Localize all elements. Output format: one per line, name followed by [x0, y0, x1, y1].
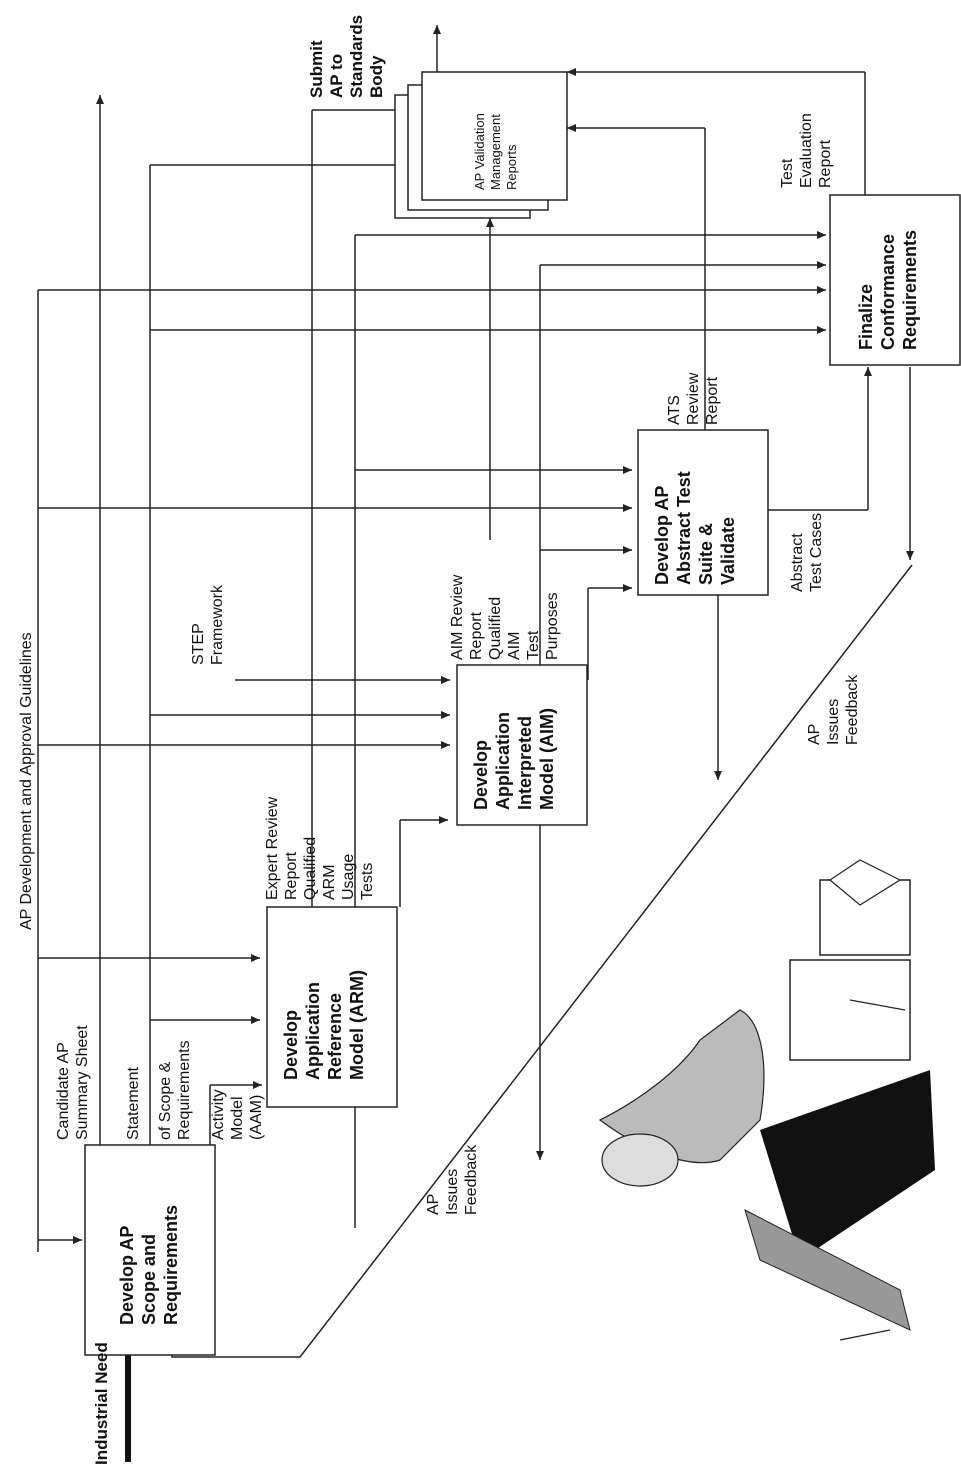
scope-requirements-label: of Scope & Requirements: [157, 1040, 193, 1140]
ats-box-title: Develop AP Abstract Test Suite & Validat…: [652, 471, 738, 585]
svg-text:Usage: Usage: [340, 854, 357, 900]
svg-text:Body: Body: [367, 55, 386, 98]
step-framework-label: STEP Framework: [190, 584, 226, 665]
conformance-box: [829, 194, 961, 366]
svg-text:ARM: ARM: [321, 864, 338, 900]
svg-text:Model (ARM): Model (ARM): [347, 970, 367, 1080]
aim-box-title: Develop Application Interpreted Model (A…: [471, 708, 557, 810]
abstract-test-cases-label: Abstract Test Cases: [789, 513, 825, 592]
industrial-need-label: Industrial Need: [92, 1342, 111, 1465]
svg-text:Submit: Submit: [307, 40, 326, 98]
svg-text:Requirements: Requirements: [176, 1040, 193, 1140]
svg-text:Report: Report: [817, 139, 834, 188]
svg-text:AIM: AIM: [506, 632, 523, 660]
aim-box: [456, 664, 588, 826]
svg-text:Feedback: Feedback: [463, 1144, 480, 1215]
candidate-sheet-label: Candidate AP Summary Sheet: [55, 1025, 91, 1140]
ats-box: [637, 429, 769, 596]
svg-text:(AAM): (AAM): [248, 1095, 265, 1140]
svg-text:Feedback: Feedback: [844, 674, 861, 745]
svg-text:Validate: Validate: [718, 517, 738, 585]
svg-text:Finalize: Finalize: [856, 284, 876, 350]
svg-text:Requirements: Requirements: [161, 1205, 181, 1325]
svg-text:Abstract: Abstract: [789, 533, 806, 592]
svg-text:Report: Report: [468, 611, 485, 660]
svg-text:Develop: Develop: [281, 1010, 301, 1080]
svg-text:Framework: Framework: [209, 584, 226, 665]
guidelines-label: AP Development and Approval Guidelines: [18, 632, 35, 930]
svg-text:Evaluation: Evaluation: [798, 113, 815, 188]
validation-reports-stack: [394, 71, 568, 219]
svg-text:Report: Report: [704, 376, 721, 425]
activity-model-label: Activity Model (AAM): [210, 1089, 265, 1140]
aim-outputs-label: AIM Review Report Qualified AIM Test Pur…: [449, 574, 561, 660]
svg-text:Abstract Test: Abstract Test: [674, 471, 694, 585]
svg-text:Qualified: Qualified: [487, 597, 504, 660]
svg-text:Summary Sheet: Summary Sheet: [74, 1025, 91, 1140]
svg-text:Issues: Issues: [825, 699, 842, 745]
svg-text:ATS: ATS: [666, 395, 683, 425]
svg-text:Test Cases: Test Cases: [808, 513, 825, 592]
svg-text:Test: Test: [779, 158, 796, 188]
svg-text:Model (AIM): Model (AIM): [537, 708, 557, 810]
conformance-box-title: Finalize Conformance Requirements: [856, 230, 920, 350]
svg-text:Test: Test: [525, 630, 542, 660]
svg-text:AP: AP: [806, 724, 823, 745]
svg-text:STEP: STEP: [190, 623, 207, 665]
svg-text:Candidate AP: Candidate AP: [55, 1042, 72, 1140]
svg-text:Application: Application: [493, 712, 513, 810]
test-evaluation-label: Test Evaluation Report: [779, 113, 834, 188]
feedback-left-label: AP Issues Feedback: [425, 1144, 480, 1215]
svg-text:Reports: Reports: [504, 144, 519, 190]
person-at-computer-illustration: [598, 859, 935, 1341]
svg-text:Scope and: Scope and: [139, 1234, 159, 1325]
svg-text:Report: Report: [283, 851, 300, 900]
svg-text:Requirements: Requirements: [900, 230, 920, 350]
arm-box: [266, 906, 398, 1108]
svg-text:Tests: Tests: [359, 863, 376, 900]
arm-outputs-label: Expert Review Report Qualified ARM Usage…: [264, 796, 376, 900]
svg-text:Review: Review: [685, 372, 702, 425]
feedback-right-label: AP Issues Feedback: [806, 674, 861, 745]
svg-text:Suite &: Suite &: [696, 523, 716, 585]
validation-reports-title: AP Validation Management Reports: [472, 113, 519, 190]
svg-text:Application: Application: [303, 982, 323, 1080]
svg-text:Interpreted: Interpreted: [515, 716, 535, 810]
ats-review-label: ATS Review Report: [666, 372, 721, 425]
svg-text:of Scope &: of Scope &: [157, 1061, 174, 1140]
svg-text:Management: Management: [488, 114, 503, 190]
svg-text:Issues: Issues: [444, 1169, 461, 1215]
svg-text:Develop AP: Develop AP: [117, 1226, 137, 1325]
svg-text:Standards: Standards: [347, 15, 366, 98]
svg-text:Reference: Reference: [325, 993, 345, 1080]
scope-box-title: Develop AP Scope and Requirements: [117, 1205, 181, 1325]
svg-text:Expert Review: Expert Review: [264, 796, 281, 900]
svg-text:Model: Model: [229, 1096, 246, 1140]
submit-label: Submit AP to Standards Body: [307, 15, 386, 98]
statement-label: Statement: [125, 1067, 142, 1140]
svg-text:Develop: Develop: [471, 740, 491, 810]
svg-text:AP: AP: [425, 1194, 442, 1215]
svg-text:AP Validation: AP Validation: [472, 113, 487, 190]
svg-text:Conformance: Conformance: [878, 234, 898, 350]
svg-text:Purposes: Purposes: [544, 592, 561, 660]
scope-box: [84, 1144, 216, 1356]
svg-text:Qualified: Qualified: [302, 837, 319, 900]
arm-box-title: Develop Application Reference Model (ARM…: [281, 970, 367, 1080]
svg-text:Activity: Activity: [210, 1089, 227, 1140]
svg-text:AIM Review: AIM Review: [449, 574, 466, 660]
svg-text:AP to: AP to: [327, 54, 346, 98]
svg-text:Develop AP: Develop AP: [652, 486, 672, 585]
